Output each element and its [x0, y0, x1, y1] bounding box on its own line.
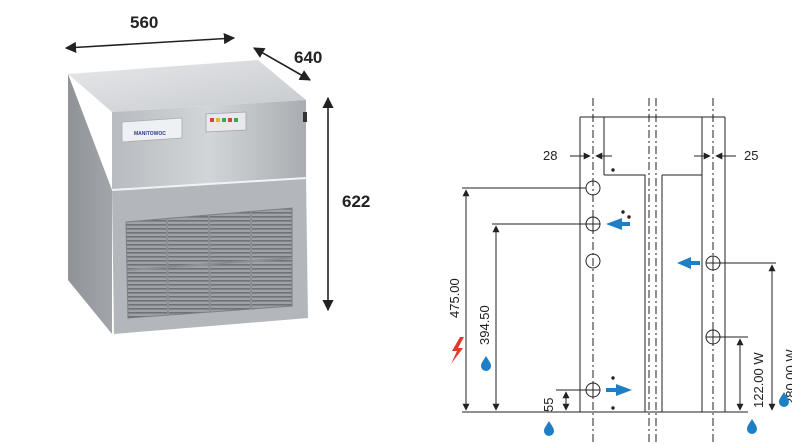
right-panel-outline [662, 174, 703, 412]
brand-plate [121, 117, 183, 143]
offset-right-label: 25 [744, 148, 758, 163]
water-drop-icon [747, 419, 757, 434]
machine-side-panel [68, 74, 112, 334]
water-drop-icons [481, 356, 789, 436]
connection-port [585, 253, 601, 269]
ice-machine-illustration: MANITOWOC [68, 60, 308, 334]
indicator-light [210, 118, 214, 122]
door-latch [303, 112, 307, 122]
indicator-light [216, 118, 220, 122]
water-drop-icon [481, 356, 491, 371]
water-drop-icon [779, 392, 789, 407]
flow-arrows [606, 218, 700, 396]
drawing-labels: 28 25 475.00 394.50 55 122.00 W 280.00 W [447, 148, 792, 412]
width-dimension-label: 560 [130, 13, 158, 32]
offset-left-label: 28 [543, 148, 557, 163]
depth-dimension-label: 640 [294, 48, 322, 67]
water-drop-icon [544, 421, 554, 436]
brand-plate-text: MANITOWOC [134, 131, 166, 137]
inlet-arrow-icon [606, 218, 630, 230]
indicator-light [222, 118, 226, 122]
machine-top-panel [68, 60, 306, 112]
indicator-light [228, 118, 232, 122]
height-dimension-label: 622 [342, 192, 370, 211]
depth-dimension-arrow [253, 47, 311, 81]
rear-connection-drawing [462, 98, 776, 444]
power-height-label: 475.00 [447, 278, 462, 318]
indicator-light [234, 118, 238, 122]
right-high-label: 280.00 W [783, 349, 792, 405]
drain-arrow-icon [606, 384, 632, 396]
electric-bolt-icon [451, 337, 464, 364]
photo-dimensions: 560 640 622 [64, 13, 370, 312]
condenser-arrow-icon [677, 257, 700, 269]
left-panel-outline [604, 174, 646, 412]
width-dimension-arrow [64, 33, 236, 53]
drain-height-label: 55 [541, 398, 556, 412]
inlet-height-label: 394.50 [477, 305, 492, 345]
right-low-label: 122.00 W [751, 352, 766, 408]
